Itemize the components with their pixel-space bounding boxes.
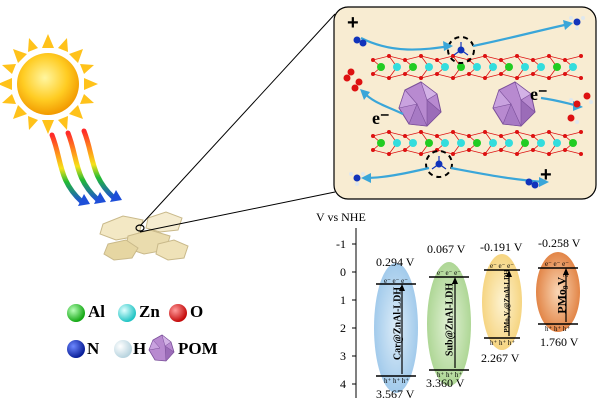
legend-label-o: O (190, 302, 204, 321)
ray-arrowheads (78, 190, 122, 206)
active-site-lower (425, 150, 453, 178)
hole-carriers: h⁺ h⁺ h⁺ (437, 371, 463, 379)
band-top-value: 0.294 V (376, 255, 415, 269)
band-pmo (536, 252, 580, 332)
n-atom-icon (67, 340, 85, 358)
o-atom-icon (169, 304, 187, 322)
band-bottom-value: 3.567 V (376, 387, 415, 401)
catalyst-particles-illustration (99, 211, 189, 261)
ammonia-bottom-left (349, 172, 365, 186)
pom-cluster-left (398, 81, 442, 127)
tick-label: 3 (340, 349, 346, 363)
legend-label-al: Al (88, 302, 105, 321)
band-car-ldh (374, 263, 418, 393)
ammonia-top-right (569, 16, 585, 30)
electron-carriers: e⁻ e⁻ e⁻ (490, 262, 514, 270)
sun-icon (0, 34, 98, 134)
legend-label-pom: POM (178, 339, 218, 358)
electron-carriers: e⁻ e⁻ e⁻ (437, 269, 461, 277)
band-top-value: 0.067 V (427, 242, 466, 256)
light-rays-icon (49, 128, 117, 205)
water-molecule-right (567, 92, 593, 124)
band-diagram-axis (352, 228, 357, 398)
active-site-upper (447, 36, 475, 64)
electron-carriers: e⁻ e⁻ e⁻ (545, 260, 569, 268)
al-atom-icon (67, 304, 85, 322)
hole-carriers: h⁺ h⁺ h⁺ (384, 377, 410, 385)
electron-carriers: e⁻ e⁻ e⁻ (384, 277, 408, 285)
legend-label-zn: Zn (139, 302, 160, 321)
h-atom-icon (114, 340, 132, 358)
material-label: PMo₉V₃ (554, 273, 569, 314)
plus-sign-top: + (347, 12, 359, 34)
band-sub-ldh (427, 262, 471, 386)
legend-markers (67, 304, 187, 362)
legend-label-h: H (133, 339, 147, 358)
tick-label: 0 (340, 265, 346, 279)
band-structures (374, 252, 580, 393)
sun-illustration (0, 34, 122, 206)
band-bottom-value: 1.760 V (540, 335, 579, 349)
electron-label-left: e⁻ (372, 108, 390, 128)
pom-cluster-right (492, 81, 536, 127)
band-top-value: -0.191 V (480, 240, 523, 254)
band-bottom-value: 2.267 V (481, 351, 520, 365)
tick-label: 4 (340, 377, 346, 391)
tick-label: 1 (340, 293, 346, 307)
ldh-structure-inset (333, 6, 597, 200)
material-label: Sub@ZnAl-LDH (444, 282, 456, 357)
material-label: Car@ZnAl-LDH (392, 286, 404, 361)
nitrogen-molecule-bottom (525, 178, 539, 189)
pom-icon (148, 334, 175, 362)
ldh-layer-upper (371, 54, 583, 80)
band-bottom-value: 3.360 V (426, 376, 465, 390)
zn-atom-icon (118, 304, 136, 322)
hole-carriers: h⁺ h⁺ h⁺ (545, 325, 571, 333)
tick-label: -1 (336, 237, 346, 251)
ldh-layer-lower (371, 130, 583, 156)
nitrogen-molecule-top (353, 36, 367, 47)
material-label: PMo₉V₃@ZnAl-LDH (503, 269, 511, 333)
electron-label-right: e⁻ (530, 84, 548, 104)
oxygen-molecule-left (343, 68, 363, 92)
band-pmo-ldh (482, 254, 522, 350)
axis-label: V vs NHE (316, 210, 366, 224)
plus-sign-bottom: + (540, 164, 552, 186)
tick-label: 2 (340, 321, 346, 335)
legend-label-n: N (87, 339, 100, 358)
band-top-value: -0.258 V (538, 236, 581, 250)
hole-carriers: h⁺ h⁺ h⁺ (490, 339, 516, 347)
